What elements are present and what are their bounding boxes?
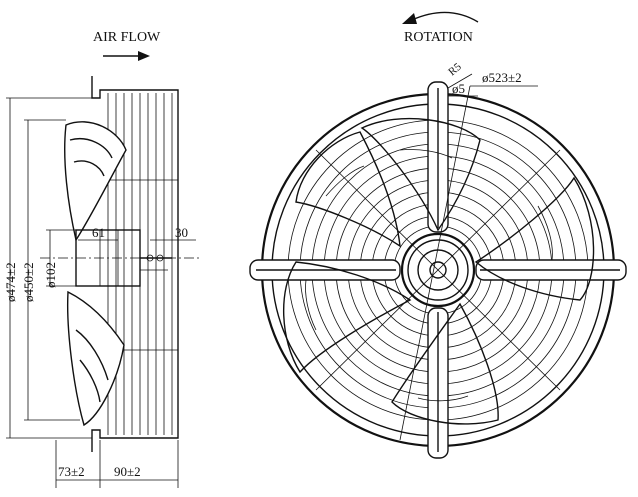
mount-diameter-label: ø523±2 [482, 70, 522, 85]
radius-label: R5 [446, 61, 464, 79]
leader-lines [399, 73, 538, 441]
mounting-struts [249, 81, 627, 459]
hole-label: ø5 [452, 81, 465, 96]
depth-rear-label: 90±2 [114, 464, 141, 479]
dim-61-label: 61 [92, 225, 105, 240]
fan-blades [283, 117, 595, 425]
blade-slots [305, 149, 553, 402]
air-flow-label: AIR FLOW [93, 30, 161, 45]
hub-diameter-label: ø102 [43, 262, 58, 288]
front-view: ROTATION [249, 11, 627, 459]
outer-diameter-label: ø474±2 [3, 262, 18, 302]
rotation-label: ROTATION [404, 30, 473, 45]
rotation-arrow [402, 11, 479, 24]
vertical-dimension-lines [6, 97, 92, 439]
motor-hub-front [400, 232, 476, 308]
depth-dimension-lines [55, 440, 179, 488]
depth-front-label: 73±2 [58, 464, 85, 479]
guard-diameter-label: ø450±2 [21, 262, 36, 302]
air-flow-arrow [103, 51, 150, 61]
dim-30-label: 30 [175, 225, 188, 240]
blade-profiles [64, 121, 127, 427]
side-view: AIR FLOW [3, 30, 200, 488]
